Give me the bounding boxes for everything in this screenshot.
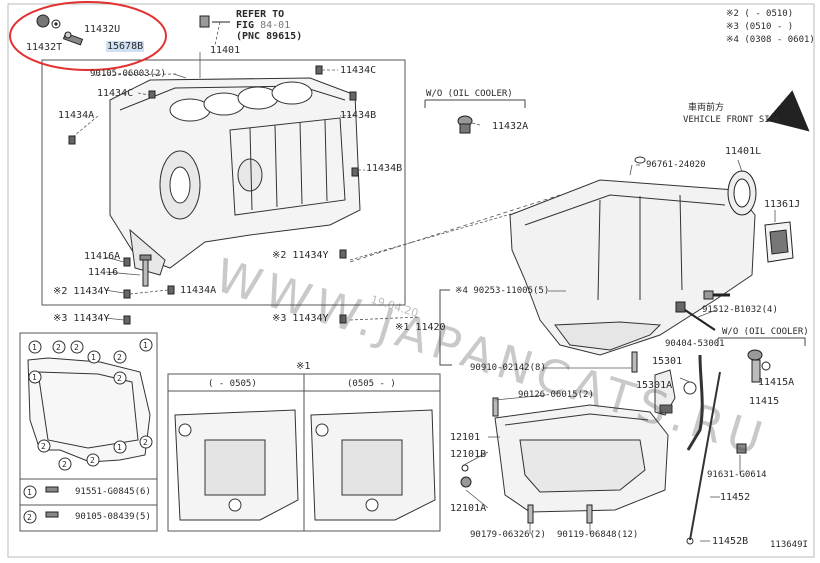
legend-1-number: 1 (27, 488, 32, 497)
part-15301[interactable]: 15301 (652, 356, 683, 367)
part-11401L[interactable]: 11401L (725, 146, 762, 157)
part-11416[interactable]: 11416 (88, 267, 119, 278)
inset-note: ※1 (296, 361, 311, 372)
lower-crankcase-drawing (509, 156, 756, 356)
legend-1-part[interactable]: 91551-G0845(6) (75, 487, 151, 497)
part-11452[interactable]: 11452 (720, 492, 751, 503)
refer-to-line1: REFER TO (236, 9, 285, 20)
refer-to-pnc: (PNC 89615) (236, 31, 303, 42)
vehicle-front-jp: 車両前方 (688, 103, 725, 113)
refer-fig-prefix: FIG (236, 20, 255, 31)
part-11434Y-c[interactable]: ※2 11434Y (272, 250, 329, 261)
legend-2-number: 2 (27, 513, 32, 522)
legend-2-part[interactable]: 90105-08439(5) (75, 512, 151, 522)
part-12101[interactable]: 12101 (450, 432, 481, 443)
part-11434C-a[interactable]: 11434C (340, 65, 377, 76)
part-90253-11005[interactable]: ※4 90253-11005(5) (455, 286, 550, 296)
callout-label: 1 (32, 373, 37, 382)
wo-oil-cooler-label-top: W/O (OIL COOLER) (426, 89, 513, 99)
part-11432T[interactable]: 11432T (26, 42, 63, 53)
diagram-id: 113649I (770, 540, 808, 550)
part-90126-06015[interactable]: 90126-06015(2) (518, 390, 594, 400)
part-90404-53001[interactable]: 90404-53001 (665, 339, 725, 349)
callout-label: 2 (74, 343, 79, 352)
inset-11420-drawings (174, 409, 436, 521)
part-11434C-b[interactable]: 11434C (97, 88, 134, 99)
callout-label: 2 (117, 374, 122, 383)
part-11415A[interactable]: 11415A (758, 377, 795, 388)
part-11434Y-d[interactable]: ※3 11434Y (272, 313, 329, 324)
oil-pan-drawing (494, 404, 669, 513)
part-11434A-b[interactable]: 11434A (180, 285, 217, 296)
part-11434A-a[interactable]: 11434A (58, 110, 95, 121)
callout-label: 2 (56, 343, 61, 352)
refer-to-line2[interactable]: FIG 84-01 (236, 20, 290, 31)
oil-pan-gasket-inset (19, 332, 158, 532)
part-90119-06848[interactable]: 90119-06848(12) (557, 530, 639, 540)
callout-label: 2 (90, 456, 95, 465)
part-91512-B1032[interactable]: 91512-B1032(4) (702, 305, 778, 315)
callout-label: 1 (117, 443, 122, 452)
part-11416A[interactable]: 11416A (84, 251, 121, 262)
part-11434B-b[interactable]: 11434B (366, 163, 403, 174)
part-15678B[interactable]: 15678B (106, 41, 145, 52)
part-12101B[interactable]: 12101B (450, 449, 487, 460)
gasket-bolt-callouts (28, 338, 153, 471)
callout-label: 1 (32, 343, 37, 352)
wo-oil-cooler-label-bottom: W/O (OIL COOLER) (722, 327, 809, 337)
part-12101A[interactable]: 12101A (450, 503, 487, 514)
engine-block-frame (41, 59, 406, 306)
part-11415[interactable]: 11415 (749, 396, 780, 407)
callout-label: 2 (143, 438, 148, 447)
part-11434Y-b[interactable]: ※3 11434Y (53, 313, 110, 324)
part-90105-06003[interactable]: 90105-06003(2) (90, 69, 166, 79)
note-2: ※2 ( - 0510) (726, 9, 794, 19)
inset-right-range: (0505 - ) (347, 379, 396, 389)
part-11401[interactable]: 11401 (210, 45, 241, 56)
part-11432A[interactable]: 11432A (492, 121, 529, 132)
vehicle-front-en: VEHICLE FRONT SIDE (683, 115, 781, 125)
note-3: ※3 (0510 - ) (726, 22, 794, 32)
part-11452B[interactable]: 11452B (712, 536, 749, 547)
callout-label: 2 (62, 460, 67, 469)
part-11420[interactable]: ※1 11420 (395, 322, 446, 333)
part-11434Y-a[interactable]: ※2 11434Y (53, 286, 110, 297)
part-15301A[interactable]: 15301A (636, 380, 673, 391)
part-11361J[interactable]: 11361J (764, 199, 801, 210)
part-90179-06326[interactable]: 90179-06326(2) (470, 530, 546, 540)
refer-fig-number: 84-01 (260, 20, 291, 31)
part-11432U[interactable]: 11432U (84, 24, 121, 35)
callout-label: 2 (41, 442, 46, 451)
part-11434B-a[interactable]: 11434B (340, 110, 377, 121)
inset-left-range: ( - 0505) (208, 379, 257, 389)
part-91631-G0614[interactable]: 91631-G0614 (707, 470, 767, 480)
part-96761-24020[interactable]: 96761-24020 (646, 160, 706, 170)
engine-block-drawing (109, 77, 361, 276)
part-90910-02142[interactable]: 90910-02142(8) (470, 363, 546, 373)
callout-label: 1 (143, 341, 148, 350)
callout-label: 1 (91, 353, 96, 362)
red-highlight-circle (9, 1, 167, 71)
callout-label: 2 (117, 353, 122, 362)
note-4: ※4 (0308 - 0601) (726, 35, 815, 45)
